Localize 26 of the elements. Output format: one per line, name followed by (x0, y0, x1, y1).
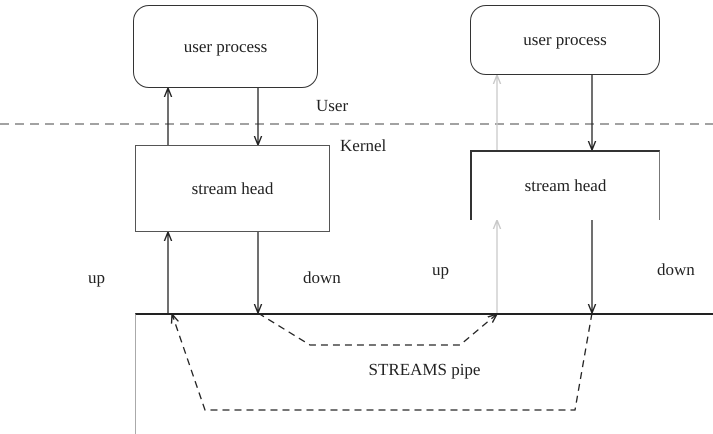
arrow (258, 312, 498, 346)
process-box (470, 5, 660, 75)
arrow (254, 232, 262, 314)
region-label: User (316, 96, 348, 116)
direction-label: down (657, 260, 695, 280)
arrow (492, 219, 502, 313)
direction-label: up (432, 260, 449, 280)
stream-head-box (135, 145, 330, 232)
direction-label: up (88, 268, 105, 288)
process-box (133, 5, 318, 88)
arrow (254, 88, 262, 146)
arrow (588, 75, 596, 151)
direction-label: down (303, 268, 341, 288)
arrow (164, 87, 172, 145)
arrow (170, 312, 593, 411)
arrow (164, 231, 172, 313)
arrow (492, 74, 502, 150)
node-label: user process (184, 36, 268, 56)
node-label: user process (523, 30, 607, 50)
region-label: Kernel (340, 136, 386, 156)
stream-head-box (470, 150, 660, 220)
node-label: stream head (192, 178, 274, 198)
node-label: STREAMS pipe (368, 360, 480, 380)
node-label: stream head (524, 176, 606, 196)
pipe-box (135, 313, 713, 434)
arrow (588, 220, 596, 314)
